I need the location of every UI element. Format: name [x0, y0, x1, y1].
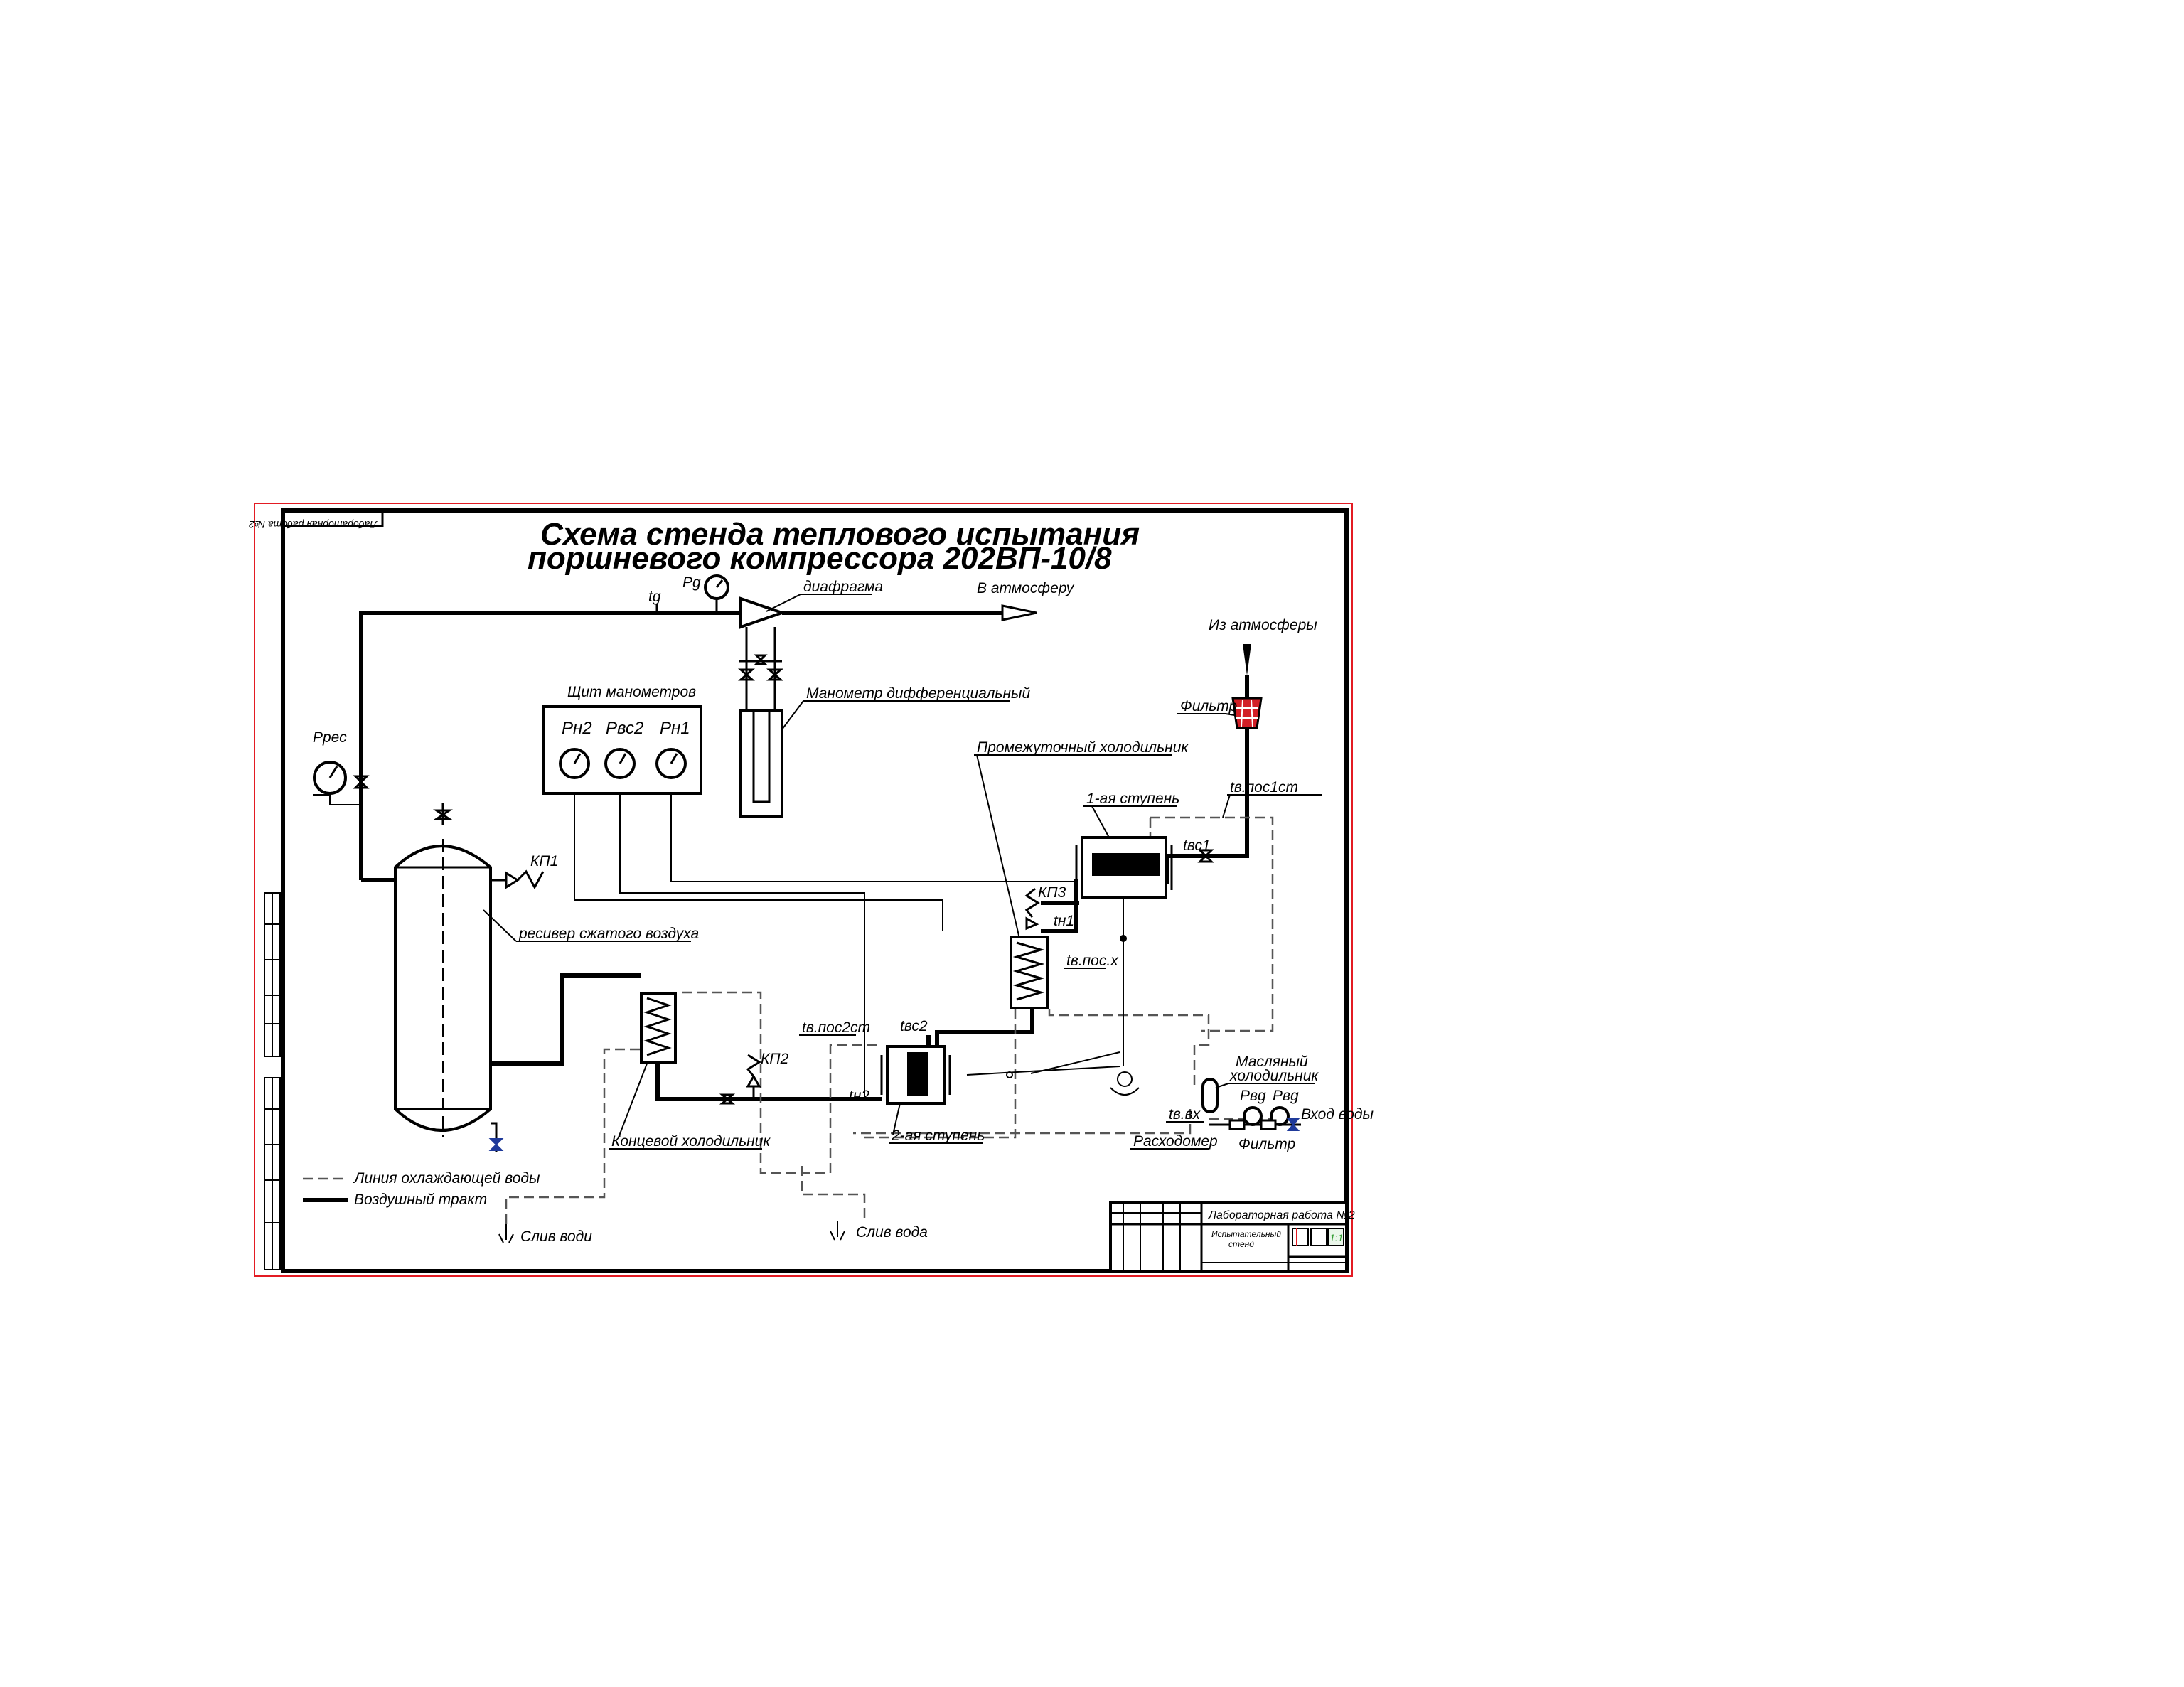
pvd1-gauge — [1243, 1106, 1263, 1126]
label-pg: Pg — [682, 574, 701, 591]
label-drain-1: Слив води — [520, 1228, 592, 1245]
left-margin-strips — [264, 892, 281, 1270]
instrument-lines — [313, 791, 1124, 1099]
label-drain-2: Слив вода — [856, 1224, 928, 1241]
label-tvs2: tвс2 — [900, 1018, 928, 1034]
label-pvd2: Pвg — [1273, 1088, 1299, 1104]
label-tvs1: tвс1 — [1183, 837, 1211, 854]
rotated-stamp-box — [282, 509, 384, 527]
label-intermediate-cooler: Промежуточный холодильник — [977, 739, 1189, 756]
title-block-stand-1: Испытательный — [1211, 1229, 1281, 1239]
water-lines — [505, 816, 1294, 1224]
legend-water-line-text: Линия охлаждающей воды — [353, 1170, 540, 1187]
label-gauge-panel: Щит манометров — [567, 684, 696, 700]
gauge-pn1 — [655, 748, 687, 779]
label-pvd1: Pвg — [1240, 1088, 1266, 1104]
receiver-vessel — [394, 803, 492, 1137]
gauge-pn1-label: Pн1 — [660, 719, 690, 738]
valve-icon — [738, 654, 783, 681]
safety-valve-kp2-icon — [719, 1054, 761, 1105]
title-block-stand-2: стенд — [1228, 1239, 1254, 1249]
receiver-top-valve-icon — [433, 809, 453, 820]
rotated-stamp-text: Лабораторная работа №2 — [249, 519, 378, 530]
stage1-inlet-valve-icon — [1197, 849, 1214, 863]
safety-valve-kp3-icon — [1024, 887, 1040, 931]
label-stage2: 2-ая ступень — [891, 1128, 985, 1144]
label-water-inlet: Вход воды — [1301, 1106, 1374, 1123]
safety-valve-kp1-icon — [491, 869, 545, 890]
title-line-2: поршневого компрессора 202ВП-10/8 — [528, 541, 1112, 576]
label-tn1: tн1 — [1054, 913, 1074, 929]
gauge-pn2-label: Pн2 — [562, 719, 592, 738]
crank-mechanism — [1006, 935, 1140, 1096]
drain-1-symbol — [498, 1224, 514, 1243]
oil-cooler — [1201, 1078, 1219, 1113]
drain-valve-icon — [488, 1122, 504, 1152]
label-receiver: ресивер сжатого воздуха — [518, 926, 699, 942]
label-end-cooler: Концевой холодильник — [611, 1133, 771, 1150]
air-valve-icon — [353, 775, 370, 789]
label-diaphragm: диафрагма — [803, 579, 883, 595]
legend-air-line-text: Воздушный тракт — [354, 1191, 487, 1208]
label-filter-bottom: Фильтр — [1238, 1136, 1295, 1152]
air-exhaust-arrow — [1001, 604, 1037, 621]
diaphragm — [739, 596, 787, 629]
label-oil-cooler-1: Масляный — [1236, 1054, 1308, 1070]
stage2-cylinder — [880, 1045, 951, 1105]
label-kp2: КП2 — [761, 1051, 789, 1067]
water-inlet-piping — [1209, 1119, 1301, 1130]
label-tg: tg — [648, 589, 661, 605]
outer-red-frame — [254, 503, 1353, 1277]
end-cooler — [640, 992, 677, 1064]
water-inlet-valve-icon — [1286, 1118, 1300, 1131]
title-block-lab-work: Лабораторная работа №2 — [1208, 1209, 1355, 1221]
label-tv-pos-1st: tв.пос1ст — [1230, 779, 1298, 796]
label-tv-pos-2st: tв.пос2ст — [802, 1019, 870, 1036]
drain-2-symbol — [830, 1221, 845, 1241]
label-from-atmosphere: Из атмосферы — [1209, 617, 1317, 633]
gauge-pvs2-label: Pвс2 — [606, 719, 643, 738]
label-tv-pos-x: tв.пос.х — [1066, 953, 1119, 969]
label-kp1: КП1 — [530, 853, 558, 869]
gauge-pn2 — [559, 748, 590, 779]
label-stage1: 1-ая ступень — [1086, 791, 1179, 807]
inner-drawing-frame — [281, 508, 1349, 1273]
stage1-cylinder — [1075, 836, 1173, 899]
label-tn2: tн2 — [849, 1088, 869, 1104]
label-kp3: КП3 — [1038, 884, 1066, 901]
label-tv-vx: tв.вх — [1169, 1106, 1201, 1123]
intake-filter-icon — [1231, 697, 1263, 729]
intake-cone — [1243, 644, 1251, 675]
title-block — [1109, 1201, 1348, 1273]
label-to-atmosphere: В атмосферу — [977, 580, 1075, 596]
title-block-scale: 1:1 — [1329, 1232, 1343, 1243]
label-diff-manometer: Манометр дифференциальный — [806, 685, 1030, 702]
gauge-pvs2 — [604, 748, 636, 779]
label-flowmeter: Расходомер — [1133, 1133, 1218, 1150]
label-prec: Pрес — [313, 729, 347, 746]
label-filter-top: Фильтр — [1180, 698, 1237, 714]
intermediate-cooler — [1010, 936, 1049, 1009]
label-oil-cooler-2: холодильник — [1229, 1068, 1319, 1084]
title-line-1: Схема стенда теплового испытания — [540, 517, 1140, 552]
